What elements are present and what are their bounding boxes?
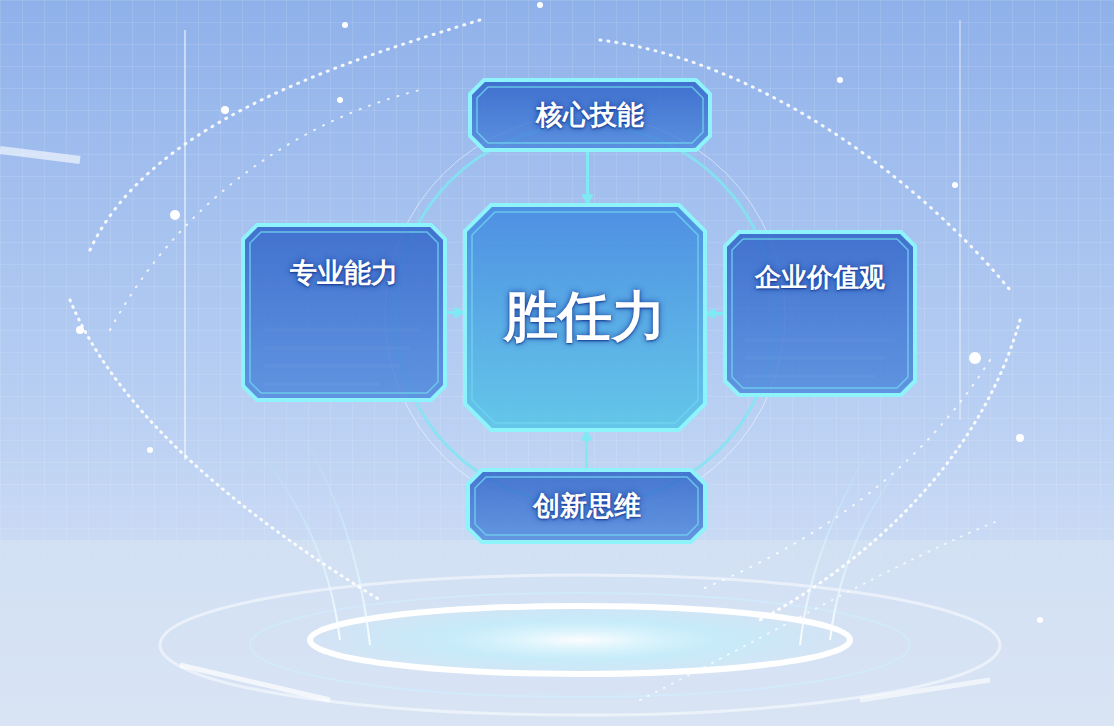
box-outline <box>725 232 915 395</box>
node-label: 企业价值观 <box>755 260 885 295</box>
box-outline <box>243 225 445 400</box>
side-panel: 企业价值观 <box>725 232 915 395</box>
connector-arrow <box>705 312 725 315</box>
connector-arrow <box>586 150 589 205</box>
thinking-box: 创新思维 <box>468 470 705 542</box>
node-label: 核心技能 <box>536 97 644 133</box>
side-panel: 专业能力 <box>243 225 445 400</box>
core-box: 胜任力 <box>465 205 705 430</box>
node-label: 创新思维 <box>533 488 641 524</box>
skill-box: 核心技能 <box>470 80 710 150</box>
node-label: 专业能力 <box>290 255 398 291</box>
connector-arrow <box>445 311 465 314</box>
connector-arrow <box>585 430 588 470</box>
core-label: 胜任力 <box>504 281 666 354</box>
